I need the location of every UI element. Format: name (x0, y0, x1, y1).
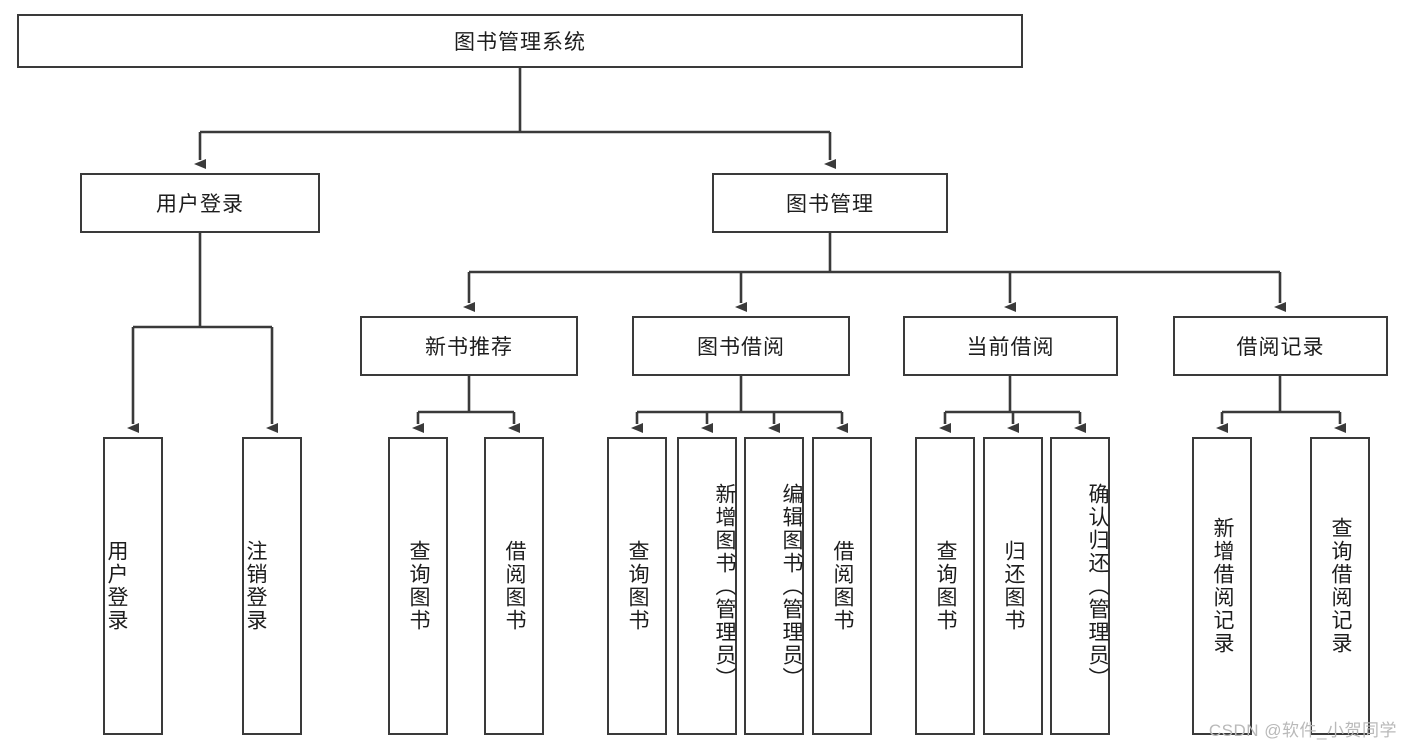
node-label: 借阅记录 (1236, 336, 1325, 359)
node-label: 新增借阅记录 (1211, 517, 1235, 655)
node-user-login[interactable]: 用户登录 (80, 173, 320, 233)
node-label: 借阅图书 (503, 540, 527, 632)
node-leaf-query-book-recommend[interactable]: 查询图书 (388, 437, 448, 735)
node-label: 用户登录 (156, 193, 244, 216)
node-leaf-borrow-book-recommend[interactable]: 借阅图书 (484, 437, 544, 735)
node-book-management[interactable]: 图书管理 (712, 173, 948, 233)
node-label: 查询借阅记录 (1329, 517, 1353, 655)
node-label: 图书管理系统 (454, 31, 586, 54)
node-book-borrow[interactable]: 图书借阅 (632, 316, 850, 376)
node-label: 图书借阅 (697, 336, 785, 359)
node-label: 归还图书 (1002, 540, 1026, 632)
node-label: 新增图书（管理员） (713, 482, 736, 690)
node-leaf-user-login[interactable]: 用户登录 (103, 437, 163, 735)
node-leaf-edit-book-admin[interactable]: 编辑图书（管理员） (744, 437, 804, 735)
node-label: 确认归还（管理员） (1086, 482, 1109, 690)
node-leaf-query-book-borrow[interactable]: 查询图书 (607, 437, 667, 735)
node-current-borrow[interactable]: 当前借阅 (903, 316, 1118, 376)
node-label: 用户登录 (105, 540, 129, 632)
node-label: 当前借阅 (966, 336, 1055, 359)
node-label: 查询图书 (934, 540, 958, 632)
node-label: 查询图书 (407, 540, 431, 632)
node-leaf-return-book[interactable]: 归还图书 (983, 437, 1043, 735)
node-label: 借阅图书 (831, 540, 855, 632)
node-leaf-add-book-admin[interactable]: 新增图书（管理员） (677, 437, 737, 735)
node-borrow-record[interactable]: 借阅记录 (1173, 316, 1388, 376)
node-label: 编辑图书（管理员） (780, 482, 803, 690)
node-leaf-add-borrow-record[interactable]: 新增借阅记录 (1192, 437, 1252, 735)
watermark: CSDN @软件_小贺同学 (1208, 721, 1397, 740)
node-leaf-query-borrow-record[interactable]: 查询借阅记录 (1310, 437, 1370, 735)
node-label: 注销登录 (244, 540, 268, 632)
node-leaf-borrow-book[interactable]: 借阅图书 (812, 437, 872, 735)
node-leaf-confirm-return-admin[interactable]: 确认归还（管理员） (1050, 437, 1110, 735)
node-leaf-logout[interactable]: 注销登录 (242, 437, 302, 735)
node-label: 图书管理 (786, 193, 874, 216)
node-root[interactable]: 图书管理系统 (17, 14, 1023, 68)
node-new-book-recommend[interactable]: 新书推荐 (360, 316, 578, 376)
node-label: 查询图书 (626, 540, 650, 632)
node-leaf-query-book-current[interactable]: 查询图书 (915, 437, 975, 735)
node-label: 新书推荐 (425, 336, 513, 359)
